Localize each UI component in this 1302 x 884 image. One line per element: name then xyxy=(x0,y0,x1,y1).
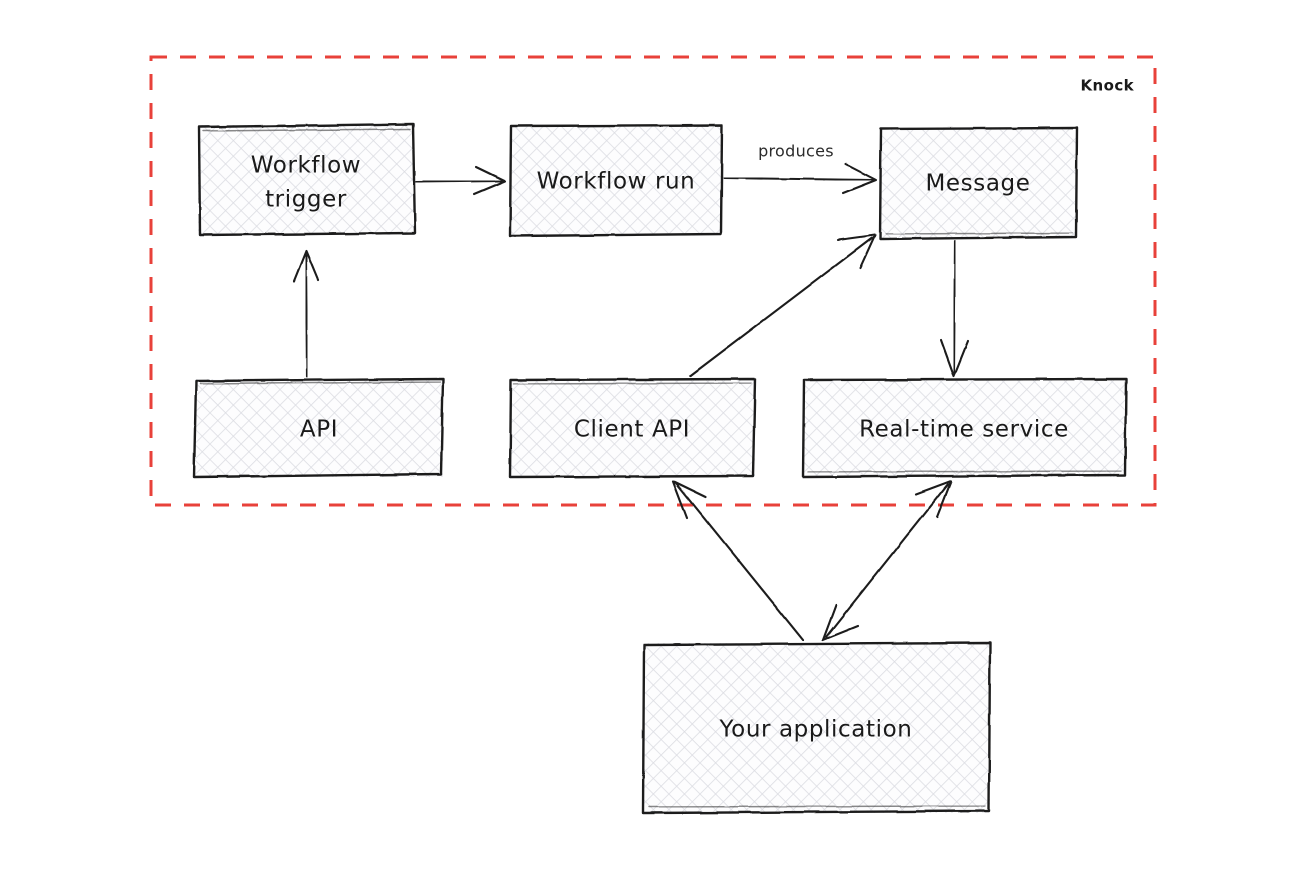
node-your-application-border xyxy=(641,641,992,815)
node-realtime-service-fill xyxy=(803,379,1126,477)
node-message-border xyxy=(878,126,1079,241)
node-realtime-service[interactable]: Real-time service xyxy=(801,377,1128,479)
edge-realtime-to-app-line xyxy=(824,482,950,639)
knock-boundary-rect xyxy=(149,55,1157,507)
edge-message-to-realtime-arrowhead xyxy=(939,338,970,378)
node-message-fill xyxy=(880,128,1077,238)
node-workflow-trigger-label-line1: Workflow xyxy=(251,153,361,179)
node-your-application-fill xyxy=(643,643,990,813)
edge-app-to-client-api-arrowhead xyxy=(671,479,708,520)
knock-boundary: Knock xyxy=(149,55,1157,507)
edge-api-to-trigger-arrowhead xyxy=(292,249,320,283)
node-client-api-border-sketch xyxy=(513,382,752,385)
edge-realtime-to-app-arrowhead-bottom xyxy=(821,603,860,642)
edge-api-to-trigger xyxy=(292,249,320,379)
node-message-label: Message xyxy=(925,171,1030,197)
edge-run-to-message: produces xyxy=(722,142,878,195)
edge-app-to-client-api-line xyxy=(674,481,805,642)
node-your-application-border-sketch xyxy=(648,805,986,808)
node-workflow-trigger[interactable]: Workflow trigger xyxy=(197,122,417,237)
edge-client-api-to-message-arrowhead xyxy=(836,233,877,270)
node-workflow-run-label: Workflow run xyxy=(537,169,696,195)
node-realtime-service-label: Real-time service xyxy=(859,417,1069,443)
edge-run-to-message-label: produces xyxy=(758,142,834,161)
edge-message-to-realtime xyxy=(939,239,970,378)
node-client-api[interactable]: Client API xyxy=(508,377,757,479)
node-realtime-service-border xyxy=(801,377,1128,479)
node-api-label: API xyxy=(300,417,338,443)
node-message-border-sketch xyxy=(885,232,1073,235)
node-api[interactable]: API xyxy=(192,377,445,479)
node-workflow-trigger-border xyxy=(197,122,417,237)
edge-trigger-to-run-line xyxy=(414,179,505,184)
node-your-application[interactable]: Your application xyxy=(641,641,992,815)
node-workflow-trigger-label-line2: trigger xyxy=(265,187,347,213)
node-api-border-sketch xyxy=(199,381,441,385)
edge-realtime-to-app-arrowhead-top xyxy=(914,479,953,519)
edge-message-to-realtime-line xyxy=(952,239,957,374)
node-client-api-border xyxy=(508,377,757,479)
edge-trigger-to-run xyxy=(414,165,507,196)
edge-run-to-message-arrowhead xyxy=(841,162,878,195)
node-workflow-run-fill xyxy=(510,125,722,235)
edge-client-api-to-message xyxy=(688,233,877,378)
node-message[interactable]: Message xyxy=(878,126,1079,241)
edge-realtime-to-app xyxy=(821,479,953,642)
node-workflow-run[interactable]: Workflow run xyxy=(508,123,724,238)
node-workflow-trigger-fill xyxy=(198,125,414,235)
knock-boundary-label: Knock xyxy=(1081,77,1135,95)
edge-app-to-client-api xyxy=(671,479,805,642)
node-realtime-service-border-sketch xyxy=(807,470,1122,473)
edge-client-api-to-message-line xyxy=(688,236,874,378)
edge-trigger-to-run-arrowhead xyxy=(472,165,507,196)
node-your-application-label: Your application xyxy=(719,717,913,743)
edge-run-to-message-line xyxy=(722,176,875,182)
node-client-api-fill xyxy=(510,379,755,477)
node-api-fill xyxy=(195,379,443,477)
edge-api-to-trigger-line xyxy=(304,253,309,379)
node-api-border xyxy=(192,377,445,479)
node-workflow-trigger-border-sketch xyxy=(202,128,411,132)
node-workflow-run-border xyxy=(508,123,724,238)
node-client-api-label: Client API xyxy=(574,417,690,443)
